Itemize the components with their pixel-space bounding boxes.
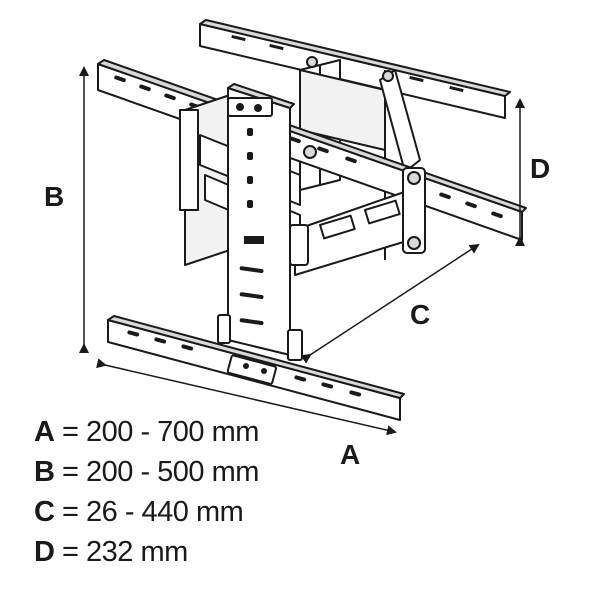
- label-a: A: [340, 439, 360, 470]
- dimension-a-arrow: [96, 358, 397, 436]
- legend-row-a: A = 200 - 700 mm: [34, 416, 259, 448]
- label-b: B: [44, 181, 64, 212]
- legend-value: 200 - 500 mm: [86, 456, 259, 488]
- legend-letter: D: [34, 536, 55, 568]
- legend-letter: B: [34, 456, 55, 488]
- vertical-tv-bracket: [217, 83, 303, 361]
- legend-value: 232 mm: [86, 536, 188, 568]
- legend-letter: A: [34, 416, 55, 448]
- legend-row-c: C = 26 - 440 mm: [34, 496, 244, 528]
- rear-frame: [299, 56, 421, 260]
- label-d: D: [530, 153, 550, 184]
- dimension-legend: A = 200 - 700 mm B = 200 - 500 mm C = 26…: [34, 412, 259, 572]
- label-c: C: [410, 299, 430, 330]
- legend-row-d: D = 232 mm: [34, 536, 188, 568]
- legend-row-b: B = 200 - 500 mm: [34, 456, 259, 488]
- dimension-c-arrow: [300, 243, 480, 364]
- back-wall-plate: [199, 19, 511, 119]
- legend-value: 26 - 440 mm: [86, 496, 244, 528]
- legend-value: 200 - 700 mm: [86, 416, 259, 448]
- legend-letter: C: [34, 496, 55, 528]
